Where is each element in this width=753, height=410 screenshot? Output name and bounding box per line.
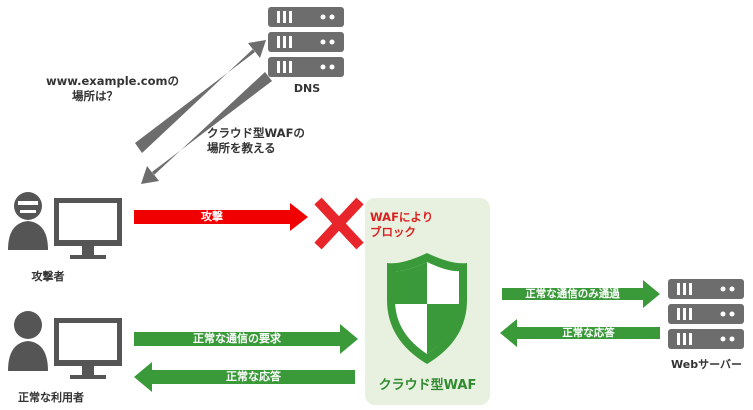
dns-question-line2: 場所は？ xyxy=(72,89,118,103)
request-arrow xyxy=(134,324,358,354)
block-message: WAFにより ブロック xyxy=(370,210,433,240)
response-arrow-left-label: 正常な応答 xyxy=(226,370,281,383)
web-server-icon xyxy=(668,279,744,349)
dns-question-line1: www.example.comの xyxy=(46,74,180,88)
block-x-icon xyxy=(314,197,364,250)
response-arrow-right-label: 正常な応答 xyxy=(562,327,615,339)
normal-user-label: 正常な利用者 xyxy=(18,391,84,404)
dns-answer-line1: クラウド型WAFの xyxy=(207,126,305,140)
dns-answer-line2: 場所を教える xyxy=(207,141,276,155)
response-arrow-right xyxy=(500,319,660,347)
attacker-label: 攻撃者 xyxy=(31,270,65,283)
shield-icon xyxy=(387,253,467,364)
dns-answer-arrow xyxy=(141,72,272,184)
block-message-line1: WAFにより xyxy=(370,210,434,224)
request-arrow-label: 正常な通信の要求 xyxy=(193,332,281,345)
block-message-line2: ブロック xyxy=(370,225,416,239)
dns-question: www.example.comの 場所は？ xyxy=(46,74,179,104)
response-arrow-left xyxy=(134,362,355,392)
attack-arrow-label: 攻撃 xyxy=(201,210,223,223)
web-server-label: Webサーバー xyxy=(671,358,742,371)
forward-arrow-label: 正常な通信のみ通過 xyxy=(525,288,620,300)
dns-label: DNS xyxy=(293,82,321,95)
forward-arrow xyxy=(502,280,660,308)
attacker-icon xyxy=(8,192,122,259)
dns-server-icon xyxy=(268,7,344,77)
dns-answer: クラウド型WAFの 場所を教える xyxy=(207,126,305,156)
dns-query-arrow xyxy=(135,40,266,153)
attack-arrow xyxy=(134,203,308,231)
normal-user-icon xyxy=(8,311,122,379)
waf-label: クラウド型WAF xyxy=(378,378,477,393)
